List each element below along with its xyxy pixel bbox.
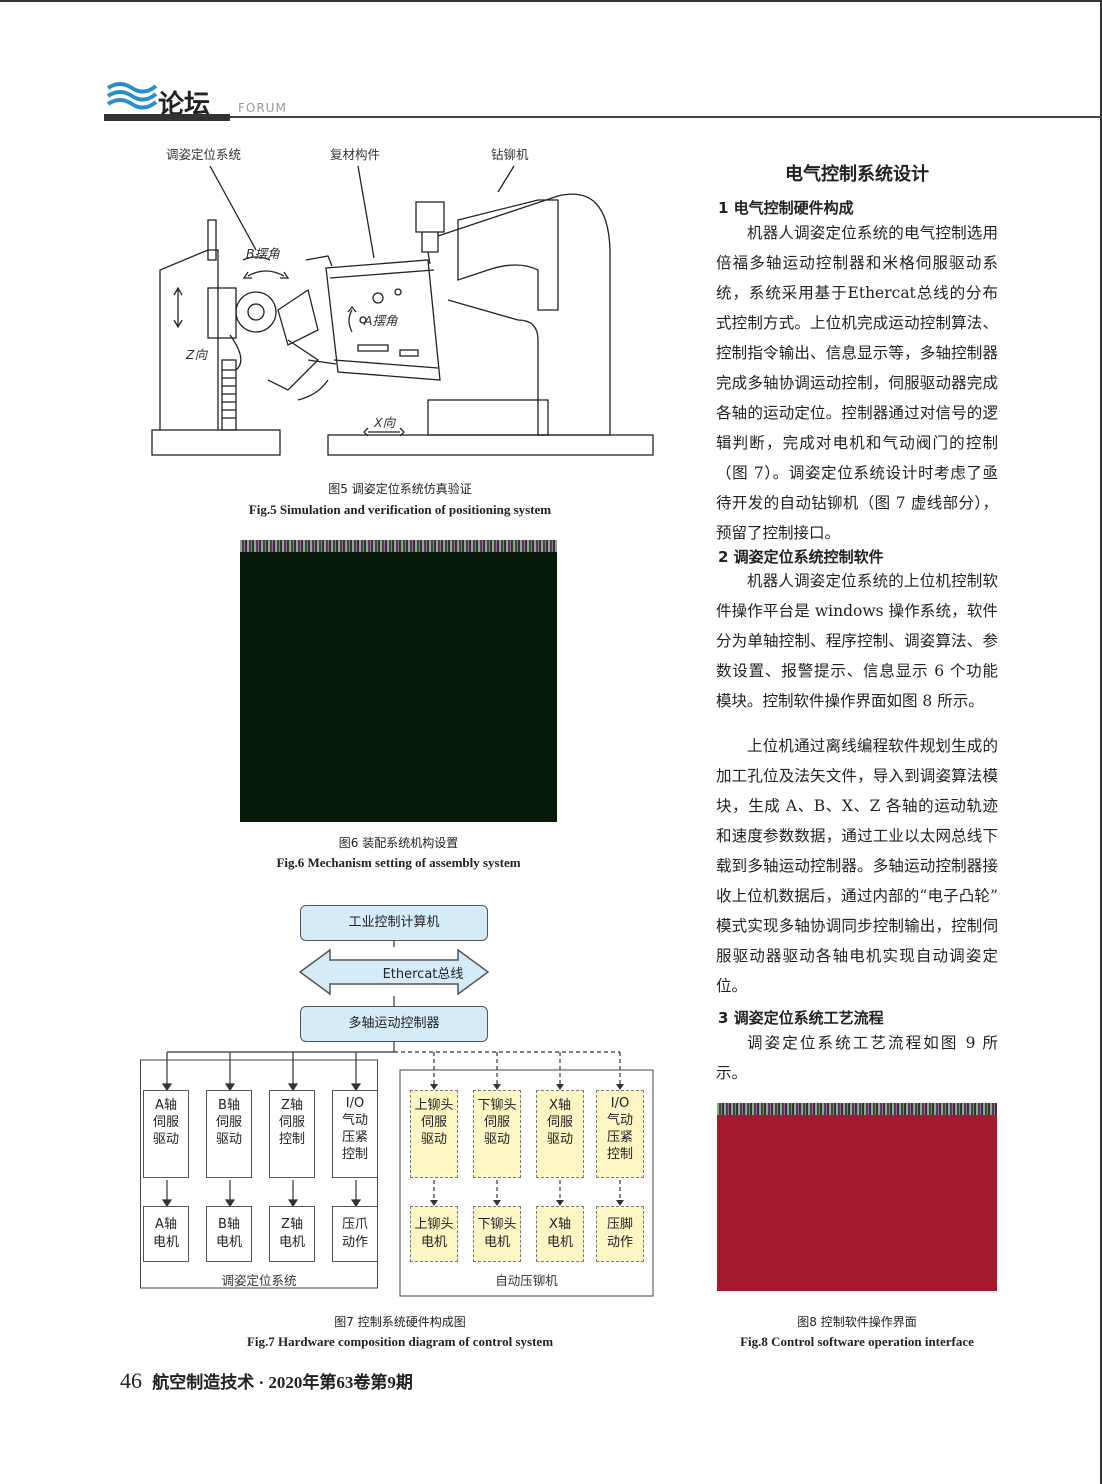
paragraph-2-wrap: 机器人调姿定位系统的上位机控制软件操作平台是 windows 操作系统，软件分为… [716, 566, 998, 716]
fig5-caption-cn: 图5 调姿定位系统仿真验证 [328, 482, 472, 496]
fig6-image [240, 540, 557, 822]
fig5-label-a-angle: A摆角 [364, 313, 398, 328]
fig8-caption-en: Fig.8 Control software operation interfa… [740, 1334, 974, 1349]
fig6-caption-en: Fig.6 Mechanism setting of assembly syst… [276, 855, 521, 870]
footer: 46 航空制造技术 · 2020年第63卷第9期 [120, 1368, 413, 1394]
fig7-left-bottom-z: Z轴 电机 [269, 1206, 315, 1262]
fig7-right-bottom-x: X轴 电机 [536, 1206, 584, 1262]
subsection-2-title: 2 调姿定位系统控制软件 [718, 548, 884, 566]
fig7-left-group-label: 调姿定位系统 [221, 1273, 297, 1288]
fig7-right-top-upper: 上铆头 伺服 驱动 [410, 1090, 458, 1178]
fig8-image [717, 1103, 997, 1291]
fig5-label-z-dir: Z向 [186, 347, 208, 362]
fig7-left-top-a: A轴 伺服 驱动 [143, 1090, 189, 1178]
paragraph-3: 上位机通过离线编程软件规划生成的加工孔位及法矢文件，导入到调姿算法模块，生成 A… [716, 737, 998, 995]
subsection-3-title: 3 调姿定位系统工艺流程 [718, 1009, 884, 1027]
fig7-right-top-io: I/O 气动 压紧 控制 [596, 1090, 644, 1178]
fig7-caption-cn: 图7 控制系统硬件构成图 [334, 1315, 466, 1329]
fig7-box-ipc: 工业控制计算机 [300, 905, 488, 941]
subsection-1-title: 1 电气控制硬件构成 [718, 199, 854, 217]
fig6-image-noise-strip [240, 540, 557, 552]
fig7-right-bottom-lower: 下铆头 电机 [473, 1206, 521, 1262]
fig8-caption-cn: 图8 控制软件操作界面 [797, 1315, 917, 1329]
fig7-right-bottom-foot: 压脚 动作 [596, 1206, 644, 1262]
fig5-machine-drawing [151, 165, 654, 456]
paragraph-4: 调姿定位系统工艺流程如图 9 所示。 [716, 1034, 998, 1082]
top-border [0, 0, 1102, 2]
fig7-left-bottom-clamp: 压爪 动作 [332, 1206, 378, 1262]
paragraph-1: 机器人调姿定位系统的电气控制选用倍福多轴运动控制器和米格伺服驱动系统，系统采用基… [716, 224, 998, 542]
header-rule [104, 116, 1102, 118]
fig5-label-b-angle: B摆角 [246, 246, 280, 261]
fig7-bus-label: Ethercat总线 [382, 967, 464, 982]
fig7-right-top-lower: 下铆头 伺服 驱动 [473, 1090, 521, 1178]
fig5-label-positioning-system: 调姿定位系统 [166, 147, 242, 162]
paragraph-3-wrap: 上位机通过离线编程软件规划生成的加工孔位及法矢文件，导入到调姿算法模块，生成 A… [716, 731, 998, 1001]
fig6-caption-cn: 图6 装配系统机构设置 [338, 836, 459, 850]
fig5-caption-en: Fig.5 Simulation and verification of pos… [248, 502, 552, 517]
fig5-label-x-dir: X向 [374, 415, 396, 430]
section-title: 电气控制系统设计 [785, 164, 929, 185]
fig5-label-composite-part: 复材构件 [330, 147, 381, 162]
paragraph-1-wrap: 机器人调姿定位系统的电气控制选用倍福多轴运动控制器和米格伺服驱动系统，系统采用基… [716, 218, 998, 548]
right-border [1100, 0, 1102, 1484]
fig7-right-group-label: 自动压铆机 [495, 1273, 558, 1288]
logo-wave-icon [106, 82, 158, 110]
journal-name: 航空制造技术 · 2020年第63卷第9期 [152, 1373, 413, 1392]
header-rule-block [104, 114, 230, 121]
fig7-right-top-x: X轴 伺服 驱动 [536, 1090, 584, 1178]
fig7-left-top-io: I/O 气动 压紧 控制 [332, 1090, 378, 1178]
paragraph-2: 机器人调姿定位系统的上位机控制软件操作平台是 windows 操作系统，软件分为… [716, 572, 998, 710]
fig7-left-bottom-a: A轴 电机 [143, 1206, 189, 1262]
fig7-left-top-b: B轴 伺服 驱动 [206, 1090, 252, 1178]
paragraph-4-wrap: 调姿定位系统工艺流程如图 9 所示。 [716, 1028, 998, 1088]
fig5-label-drill-rivet: 钻铆机 [491, 147, 529, 162]
fig7-right-bottom-upper: 上铆头 电机 [410, 1206, 458, 1262]
fig7-box-motion-controller: 多轴运动控制器 [300, 1006, 488, 1042]
header-forum-text: FORUM [238, 101, 287, 115]
page-number: 46 [120, 1368, 142, 1393]
fig7-left-bottom-b: B轴 电机 [206, 1206, 252, 1262]
fig7-left-top-z: Z轴 伺服 控制 [269, 1090, 315, 1178]
fig7-caption-en: Fig.7 Hardware composition diagram of co… [246, 1334, 554, 1349]
fig8-image-noise-strip [717, 1103, 997, 1115]
